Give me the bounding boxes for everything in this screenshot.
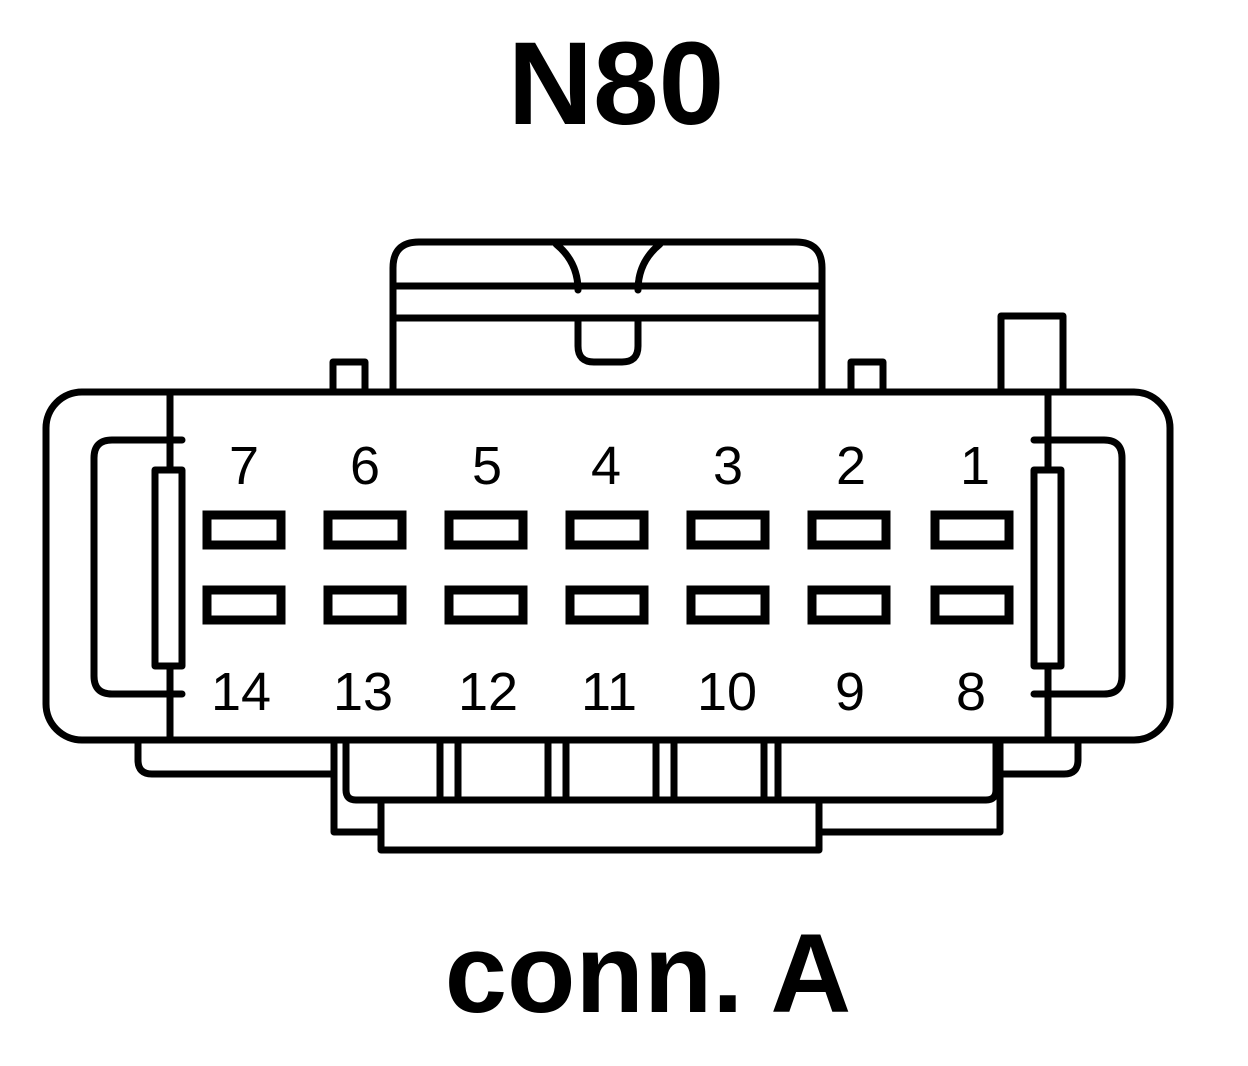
pin-label: 5	[472, 436, 502, 496]
connector-title: N80	[508, 18, 724, 150]
pin-terminal	[444, 585, 528, 625]
pin-label: 11	[581, 662, 637, 722]
pin-label: 1	[960, 436, 990, 496]
pin-label: 9	[835, 662, 865, 722]
connector-body	[42, 388, 1174, 744]
pin-terminal	[202, 585, 286, 625]
pin-terminal	[565, 510, 649, 550]
pin-label: 8	[956, 662, 986, 722]
pin-terminal	[686, 510, 770, 550]
pin-label: 14	[211, 662, 271, 722]
pin-terminal	[202, 510, 286, 550]
pin-terminal	[807, 510, 891, 550]
pin-terminal	[807, 585, 891, 625]
pin-labels-top: 7 6 5 4 3 2 1	[229, 436, 990, 496]
pin-label: 13	[333, 662, 393, 722]
connector-subtitle: conn. A	[445, 911, 852, 1036]
top-post-right	[997, 312, 1067, 396]
pin-label: 6	[350, 436, 380, 496]
pin-labels-bottom: 14 13 12 11 10 9 8	[211, 662, 986, 722]
top-latch	[389, 238, 826, 396]
pin-terminal	[930, 585, 1014, 625]
top-tab-left	[329, 358, 369, 396]
pin-label: 2	[836, 436, 866, 496]
pins-top-row	[202, 510, 1014, 550]
top-tab-right	[847, 358, 887, 396]
pin-terminal	[323, 585, 407, 625]
pin-label: 4	[591, 436, 621, 496]
pin-label: 12	[458, 662, 518, 722]
pin-label: 10	[697, 662, 757, 722]
side-lock-left	[90, 436, 186, 698]
pin-terminal	[444, 510, 528, 550]
pin-terminal	[323, 510, 407, 550]
pins-bottom-row	[202, 585, 1014, 625]
side-lock-right	[1030, 436, 1126, 698]
pin-terminal	[565, 585, 649, 625]
pin-terminal	[686, 585, 770, 625]
pin-terminal	[930, 510, 1014, 550]
pin-label: 7	[229, 436, 259, 496]
bottom-shroud	[134, 736, 1082, 854]
pin-label: 3	[713, 436, 743, 496]
